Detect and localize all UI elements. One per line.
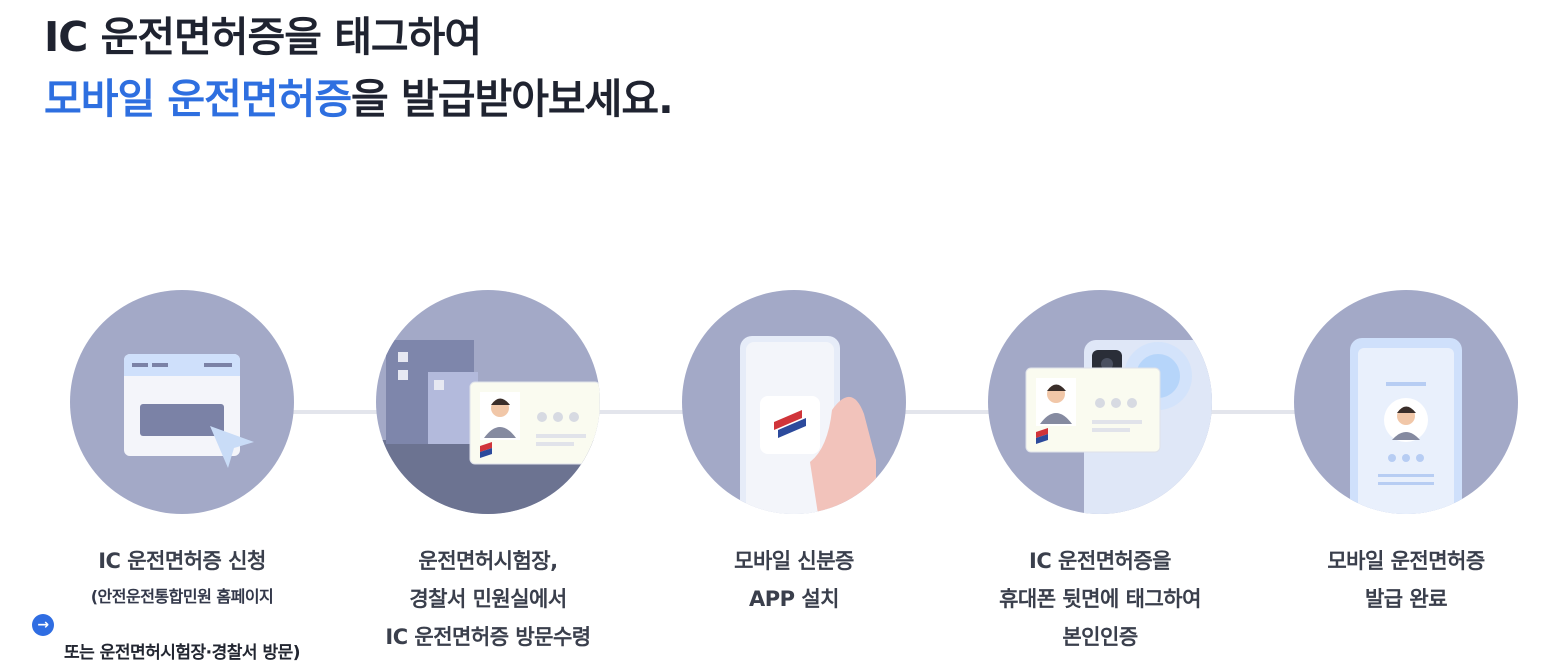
headline-line-2: 모바일 운전면허증을 발급받아보세요. (44, 68, 674, 130)
step-1-label-line-1: IC 운전면허증 신청 (98, 549, 266, 573)
headline-line-1: IC 운전면허증을 태그하여 (44, 13, 482, 61)
step-4-label-line-3: 본인인증 (1062, 625, 1138, 649)
step-2-label: 운전면허시험장, 경찰서 민원실에서 IC 운전면허증 방문수령 (338, 542, 638, 656)
step-4-label: IC 운전면허증을 휴대폰 뒷면에 태그하여 본인인증 (950, 542, 1250, 656)
step-2: 운전면허시험장, 경찰서 민원실에서 IC 운전면허증 방문수령 (338, 290, 638, 656)
mobile-license-icon (1294, 290, 1518, 514)
step-2-label-line-3: IC 운전면허증 방문수령 (385, 625, 591, 649)
building-license-icon (376, 290, 600, 514)
step-5-label: 모바일 운전면허증 발급 완료 (1256, 542, 1554, 618)
step-4-label-line-1: IC 운전면허증을 (1029, 549, 1171, 573)
headline-rest: 을 발급받아보세요. (351, 75, 674, 123)
phone-app-icon (682, 290, 906, 514)
step-3-label-line-2: APP 설치 (749, 587, 840, 611)
card-tag-phone-icon (988, 290, 1212, 514)
step-2-label-line-1: 운전면허시험장, (418, 549, 558, 573)
step-5-label-line-1: 모바일 운전면허증 (1327, 549, 1485, 573)
step-1: IC 운전면허증 신청 (안전운전통합민원 홈페이지 → 또는 운전면허시험장·… (32, 290, 332, 670)
step-4-label-line-2: 휴대폰 뒷면에 태그하여 (999, 587, 1201, 611)
step-2-label-line-2: 경찰서 민원실에서 (409, 587, 567, 611)
step-4: IC 운전면허증을 휴대폰 뒷면에 태그하여 본인인증 (950, 290, 1250, 656)
homepage-link-text: (안전운전통합민원 홈페이지 (90, 587, 274, 606)
step-1-sub-note: 또는 운전면허시험장·경찰서 방문) (63, 643, 301, 663)
arrow-right-icon[interactable]: → (32, 614, 54, 636)
step-3-label-line-1: 모바일 신분증 (734, 549, 854, 573)
browser-window-icon (70, 290, 294, 514)
step-5-label-line-2: 발급 완료 (1364, 587, 1448, 611)
headline-accent: 모바일 운전면허증 (44, 75, 352, 123)
safe-driving-homepage-link[interactable]: (안전운전통합민원 홈페이지 → (32, 580, 332, 636)
step-5: 모바일 운전면허증 발급 완료 (1256, 290, 1554, 618)
step-1-label: IC 운전면허증 신청 (안전운전통합민원 홈페이지 → 또는 운전면허시험장·… (32, 542, 332, 670)
step-3-label: 모바일 신분증 APP 설치 (644, 542, 944, 618)
step-3: 모바일 신분증 APP 설치 (644, 290, 944, 618)
page-headline: IC 운전면허증을 태그하여 모바일 운전면허증을 발급받아보세요. (44, 6, 674, 130)
